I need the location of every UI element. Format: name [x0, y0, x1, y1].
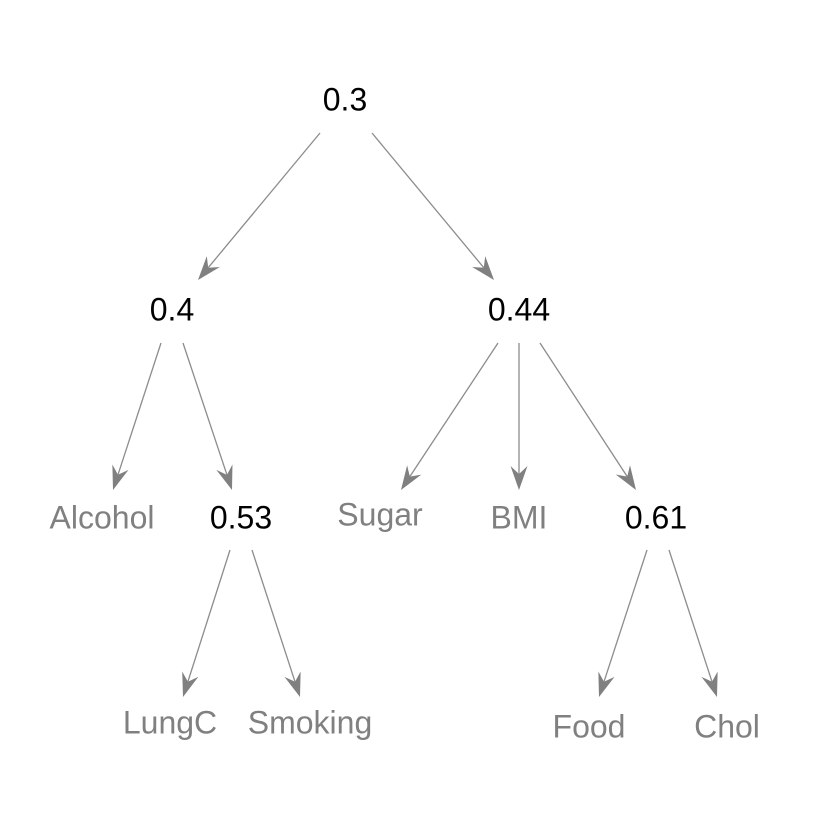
edge-line — [603, 549, 648, 682]
edge-line — [207, 132, 321, 269]
edge-n053-to-lungc — [182, 549, 231, 697]
leaf-node-sugar: Sugar — [337, 496, 423, 532]
leaf-node-food: Food — [553, 708, 626, 744]
edge-line — [539, 342, 628, 477]
arrowhead-icon — [598, 671, 615, 697]
edges-layer — [112, 132, 718, 697]
leaf-node-lungc: LungC — [123, 704, 217, 740]
edge-line — [371, 132, 485, 269]
edge-root-to-n04 — [198, 132, 321, 280]
internal-node-n061: 0.61 — [625, 499, 687, 535]
edge-line — [182, 342, 228, 476]
edge-n044-to-bmi — [510, 343, 528, 490]
edge-root-to-n044 — [371, 132, 494, 280]
edge-n044-to-n061 — [539, 342, 636, 490]
arrowhead-icon — [401, 465, 422, 490]
edge-n061-to-food — [598, 549, 648, 697]
leaf-node-smoking: Smoking — [248, 704, 373, 740]
leaf-node-bmi: BMI — [491, 499, 548, 535]
edge-n04-to-n053 — [182, 342, 233, 490]
internal-node-n044: 0.44 — [488, 291, 550, 327]
edge-line — [117, 342, 162, 475]
internal-node-n04: 0.4 — [150, 291, 194, 327]
edge-n044-to-sugar — [401, 342, 499, 490]
arrowhead-icon — [472, 256, 494, 280]
internal-node-n053: 0.53 — [210, 499, 272, 535]
arrowhead-icon — [284, 671, 301, 697]
leaf-node-alcohol: Alcohol — [50, 499, 155, 535]
arrowhead-icon — [216, 464, 233, 490]
arrowhead-icon — [112, 464, 129, 490]
internal-node-root: 0.3 — [323, 81, 367, 117]
edge-n053-to-smoking — [251, 549, 301, 697]
arrowhead-icon — [510, 466, 528, 490]
arrowhead-icon — [701, 671, 718, 697]
arrowhead-icon — [198, 256, 220, 280]
edge-line — [668, 549, 713, 682]
arrowhead-icon — [615, 465, 636, 490]
arrowhead-icon — [182, 671, 199, 697]
edge-line — [251, 549, 296, 682]
leaf-node-chol: Chol — [694, 708, 760, 744]
edge-n04-to-alcohol — [112, 342, 162, 490]
edge-n061-to-chol — [668, 549, 718, 697]
edge-line — [187, 549, 231, 682]
edge-line — [409, 342, 499, 478]
